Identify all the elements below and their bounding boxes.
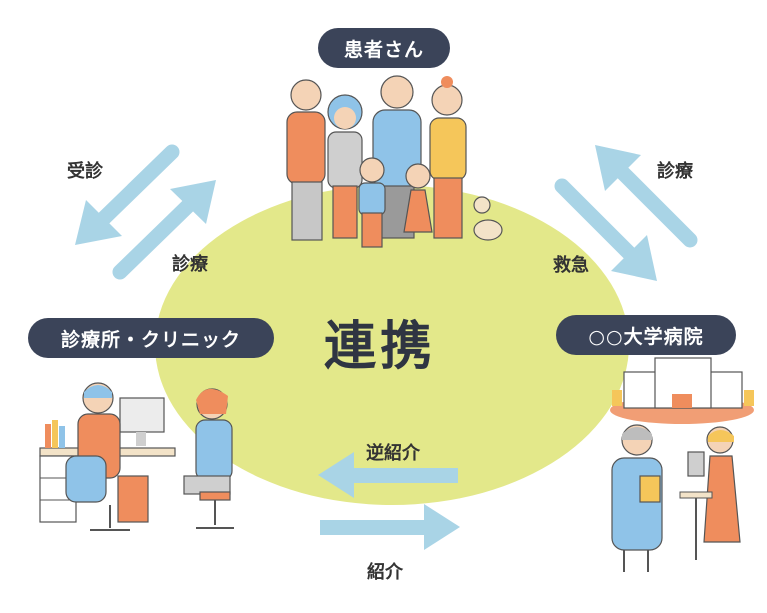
clinic-node-label: 診療所・クリニック: [28, 318, 274, 358]
arrow-emergency: [554, 178, 657, 281]
collaboration-ellipse: [155, 185, 629, 505]
reverse-referral-label: 逆紹介: [366, 443, 420, 464]
referral-label: 紹介: [367, 562, 403, 583]
hospital-node-label: ○○大学病院: [556, 315, 736, 355]
clinic-illustration: [39, 382, 234, 531]
patients-family-illustration: [286, 75, 503, 248]
arrow-treatment-right: [595, 145, 698, 248]
arrow-consult: [75, 144, 180, 245]
arrow-treatment-left: [112, 180, 216, 280]
patients-node-label: 患者さん: [318, 28, 450, 68]
collaboration-title: 連携: [324, 317, 437, 377]
arrow-reverse-referral: [318, 452, 458, 498]
treatment-left-label: 診療: [172, 254, 208, 275]
treatment-right-label: 診療: [657, 161, 693, 182]
arrow-referral: [320, 504, 460, 550]
hospital-illustration: [610, 357, 754, 572]
emergency-label: 救急: [553, 255, 589, 276]
consult-label: 受診: [67, 161, 103, 182]
